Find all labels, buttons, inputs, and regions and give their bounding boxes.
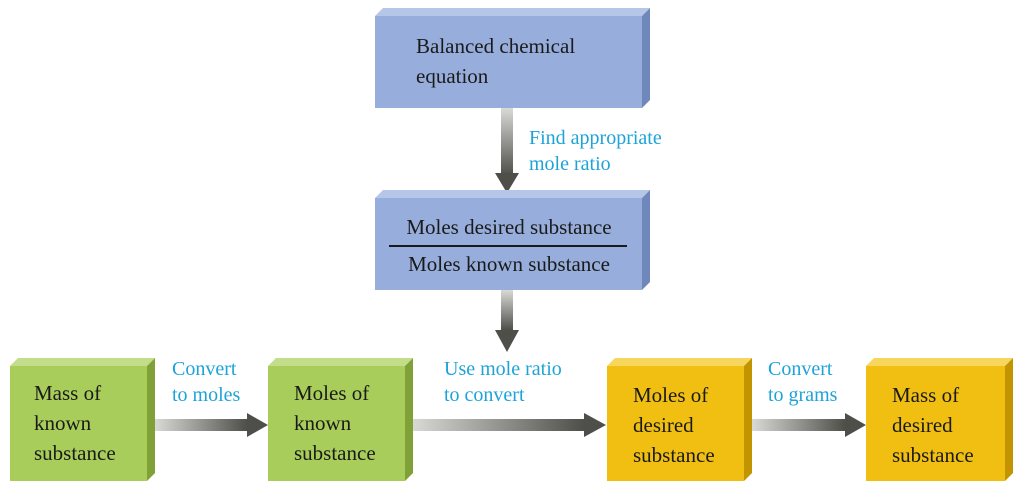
find-ratio-label-line1: Find appropriate [529,127,662,149]
moles-desired-box: Moles of desired substance [607,358,752,481]
moles-desired-line1: Moles of [633,383,709,407]
arrow-moles-known-to-moles-desired [412,413,606,437]
use-ratio-label-line1: Use mole ratio [444,358,562,380]
arrow-moles-desired-to-mass-desired [752,413,866,437]
convert-grams-label-line2: to grams [768,384,838,406]
arrow-ratio-to-row [495,290,519,352]
ratio-numerator: Moles desired substance [406,215,612,239]
balanced-equation-line2: equation [416,64,489,88]
moles-known-box: Moles of known substance [268,358,413,481]
moles-known-line2: known [294,411,352,435]
find-ratio-label-line2: mole ratio [529,153,611,175]
convert-grams-label-line1: Convert [768,358,833,380]
moles-known-line3: substance [294,441,376,465]
mass-known-line1: Mass of [34,381,102,405]
mass-desired-box: Mass of desired substance [866,358,1013,481]
moles-known-line1: Moles of [294,381,370,405]
mass-known-box: Mass of known substance [10,358,155,481]
fraction-bar [389,245,627,247]
balanced-equation-box: Balanced chemical equation [375,8,650,108]
mole-ratio-box: Moles desired substance Moles known subs… [375,190,650,290]
mass-known-line2: known [34,411,92,435]
convert-moles-label-line2: to moles [172,384,241,406]
arrow-balanced-to-ratio [495,108,519,193]
mass-desired-line1: Mass of [892,383,960,407]
arrow-mass-to-moles-known [155,413,268,437]
mass-desired-line3: substance [892,443,974,467]
moles-desired-line2: desired [633,413,694,437]
balanced-equation-line1: Balanced chemical [416,34,576,58]
ratio-denominator: Moles known substance [408,252,610,276]
mass-known-line3: substance [34,441,116,465]
mass-desired-line2: desired [892,413,953,437]
convert-moles-label-line1: Convert [172,358,237,380]
use-ratio-label-line2: to convert [444,384,525,406]
moles-desired-line3: substance [633,443,715,467]
